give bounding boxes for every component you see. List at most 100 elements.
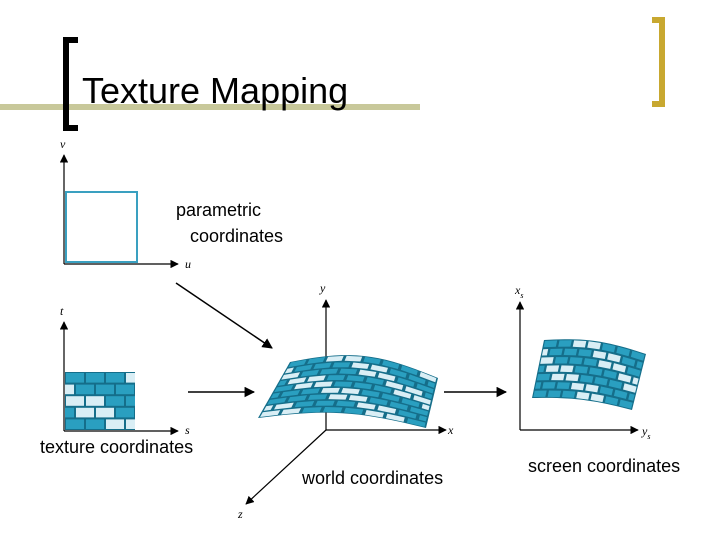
world-surface-brick: [370, 364, 388, 373]
texture-brick: [65, 407, 74, 418]
screen-surface-brick: [569, 357, 583, 365]
screen-surface-brick: [570, 382, 585, 391]
param-to-world-arrow: [175, 282, 273, 349]
world-surface-brick: [281, 408, 301, 415]
screen-projected-surface: [532, 339, 646, 410]
texture-brick: [36, 385, 54, 395]
world-surface-brick: [413, 395, 431, 405]
screen-surface-brick: [545, 365, 560, 372]
screen-surface-brick: [628, 393, 635, 401]
world-surface-brick: [400, 365, 418, 376]
world-surface-brick: [307, 375, 326, 382]
world-surface-brick: [294, 401, 315, 408]
world-surface-brick: [424, 392, 433, 400]
world-surface-brick: [408, 374, 426, 385]
screen-surface-brick: [547, 390, 562, 398]
screen-surface-brick: [583, 358, 598, 367]
world-surface-brick: [284, 367, 294, 374]
screen-surface-brick: [630, 350, 645, 361]
title-underline-bar: [0, 104, 420, 110]
screen-surface-brick: [563, 348, 578, 356]
parametric-label: parametric: [176, 200, 262, 220]
world-surface-brick: [307, 357, 326, 364]
screen-surface-brick: [549, 348, 563, 356]
world-surface-brick: [294, 364, 313, 372]
world-surface-brick: [369, 397, 388, 406]
world-surface-brick: [346, 375, 365, 382]
texture-brick: [126, 396, 135, 406]
screen-surface-brick: [636, 361, 643, 369]
screen-surface-brick: [572, 340, 587, 348]
screen-surface-brick: [623, 383, 637, 393]
screen-surface-brick: [604, 396, 619, 406]
world-surface-brick: [365, 377, 384, 385]
texture-brick: [126, 419, 135, 429]
screen-surface-brick: [574, 365, 589, 374]
left-bracket: [63, 37, 78, 131]
screen-surface-brick: [565, 373, 579, 382]
texture-brick-pattern: [36, 372, 164, 430]
world-surface-brick: [270, 392, 281, 399]
screen-surface-brick: [543, 340, 558, 348]
screen-surface-brick: [561, 390, 576, 398]
screen-surface-brick: [608, 379, 623, 389]
world-surface-brick: [353, 382, 373, 390]
screen-surface-brick: [558, 340, 572, 347]
screen-surface-brick: [594, 376, 608, 386]
world-surface-brick: [393, 389, 412, 399]
world-surface-brick: [410, 406, 429, 416]
world-surface-brick: [302, 407, 322, 413]
screen-surface-brick: [579, 374, 594, 383]
world-surface-brick: [377, 405, 397, 414]
screen-surface-brick: [617, 373, 632, 383]
world-surface-brick: [267, 397, 287, 405]
world-surface-brick: [377, 372, 396, 382]
world-curved-surface: [258, 355, 438, 428]
world-surface-brick: [336, 400, 356, 407]
screen-surface-brick: [632, 377, 639, 385]
world-surface-brick: [358, 369, 377, 377]
world-surface-brick: [427, 381, 436, 388]
texture-brick: [146, 419, 164, 429]
screen-surface-brick: [601, 343, 616, 353]
world-y-label: y: [319, 281, 326, 295]
world-surface-brick: [277, 380, 288, 386]
screen-surface-brick: [621, 356, 636, 367]
screen-surface-brick: [613, 389, 628, 399]
world-surface-brick: [328, 394, 348, 400]
world-surface-brick: [361, 389, 380, 398]
world-surface-brick: [260, 410, 281, 418]
world-surface-brick: [406, 418, 426, 427]
right-bracket: [652, 17, 665, 107]
param-v-label: v: [60, 137, 66, 151]
screen-surface-brick: [585, 384, 599, 393]
screen-surface-brick: [556, 382, 570, 390]
screen-surface-brick: [607, 353, 621, 363]
screen-surface-brick: [541, 349, 549, 356]
world-surface-brick: [418, 415, 427, 422]
world-surface-brick: [313, 362, 332, 369]
texture-brick: [66, 419, 84, 429]
world-surface-brick: [416, 383, 434, 394]
screen-surface-brick: [612, 363, 627, 373]
screen-y-label: ys: [641, 424, 650, 441]
texture-brick: [86, 419, 104, 429]
screen-coordinates-label: screen coordinates: [528, 456, 681, 476]
world-surface-brick: [294, 382, 314, 390]
world-surface-brick: [405, 386, 423, 396]
world-surface-brick: [363, 356, 381, 365]
screen-surface-brick: [542, 382, 556, 389]
texture-brick: [106, 419, 124, 429]
world-surface-brick: [300, 388, 321, 395]
parametric-label-line2: coordinates: [190, 226, 284, 246]
texture-brick: [96, 407, 114, 418]
world-z-axis: [245, 429, 327, 505]
world-surface-brick: [281, 372, 301, 380]
texture-brick: [46, 419, 64, 429]
world-surface-brick: [323, 407, 343, 413]
world-surface-brick: [287, 377, 307, 385]
tex-t-label: t: [60, 304, 64, 318]
screen-surface-brick: [533, 390, 547, 397]
world-surface-brick: [419, 371, 437, 383]
